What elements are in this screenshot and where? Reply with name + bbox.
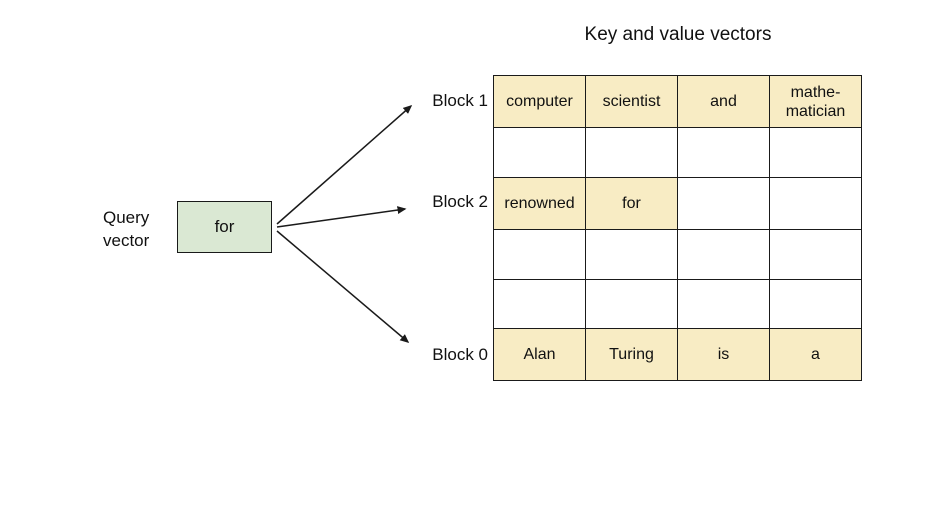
table-cell bbox=[769, 229, 862, 280]
table-cell: a bbox=[769, 328, 862, 381]
arrow-to-block0-icon bbox=[276, 230, 410, 343]
table-row bbox=[493, 229, 862, 280]
table-row bbox=[493, 127, 862, 178]
query-vector-label: Query vector bbox=[103, 208, 150, 250]
table-cell bbox=[677, 279, 770, 329]
table-cell: and bbox=[677, 75, 770, 128]
table-cell: for bbox=[585, 177, 678, 230]
table-cell: is bbox=[677, 328, 770, 381]
diagram-title: Key and value vectors bbox=[584, 24, 772, 45]
table-cell: scientist bbox=[585, 75, 678, 128]
table-cell bbox=[677, 127, 770, 178]
table-cell bbox=[769, 177, 862, 230]
table-cell bbox=[493, 229, 586, 280]
table-cell: computer bbox=[493, 75, 586, 128]
table-cell: Turing bbox=[585, 328, 678, 381]
table-cell bbox=[769, 279, 862, 329]
table-cell bbox=[769, 127, 862, 178]
table-cell bbox=[493, 279, 586, 329]
arrow-to-block1-icon bbox=[276, 105, 413, 225]
table-cell: Alan bbox=[493, 328, 586, 381]
arrow-to-block2-icon bbox=[276, 206, 407, 228]
table-cell bbox=[585, 279, 678, 329]
block-0-label: Block 0 bbox=[432, 345, 488, 364]
table-cell bbox=[677, 229, 770, 280]
query-vector-box: for bbox=[177, 201, 272, 253]
table-row bbox=[493, 279, 862, 329]
table-cell bbox=[677, 177, 770, 230]
table-cell bbox=[585, 127, 678, 178]
table-cell bbox=[585, 229, 678, 280]
block-2-label: Block 2 bbox=[432, 192, 488, 211]
table-cell bbox=[493, 127, 586, 178]
block-1-label: Block 1 bbox=[432, 91, 488, 110]
table-cell: renowned bbox=[493, 177, 586, 230]
query-box-text: for bbox=[214, 217, 235, 236]
table-cell: mathe- matician bbox=[769, 75, 862, 128]
